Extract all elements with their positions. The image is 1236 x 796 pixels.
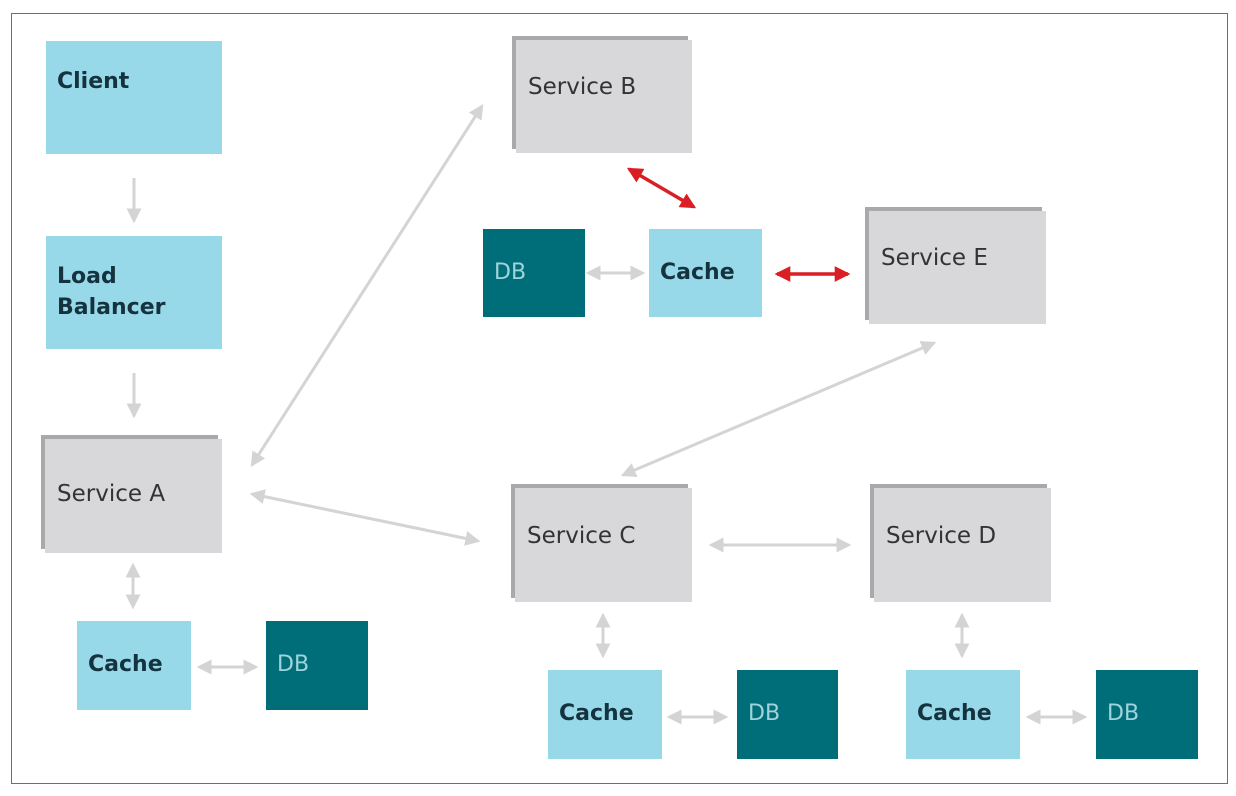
cache-d-label: Cache bbox=[917, 701, 992, 726]
service-e-label: Service E bbox=[881, 245, 988, 271]
db-a-label: DB bbox=[277, 652, 310, 677]
cache-c-box: Cache bbox=[548, 670, 662, 759]
service-c-box: Service C bbox=[515, 488, 692, 602]
cache-c-label: Cache bbox=[559, 701, 634, 726]
service-a-label: Service A bbox=[57, 481, 166, 507]
service-a-box: Service A bbox=[45, 439, 222, 553]
db-b-label: DB bbox=[494, 260, 527, 285]
service-c-label: Service C bbox=[527, 523, 636, 549]
client-box: Client bbox=[46, 41, 222, 154]
db-c-box: DB bbox=[737, 670, 838, 759]
db-d-label: DB bbox=[1107, 701, 1140, 726]
cache-b-box: Cache bbox=[649, 229, 762, 317]
load-balancer-label-line-2: Balancer bbox=[57, 295, 166, 320]
cache-a-box: Cache bbox=[77, 621, 191, 710]
db-c-label: DB bbox=[748, 701, 781, 726]
service-e-box: Service E bbox=[869, 211, 1046, 324]
cache-b-label: Cache bbox=[660, 260, 735, 285]
db-b-box: DB bbox=[483, 229, 585, 317]
cache-a-label: Cache bbox=[88, 652, 163, 677]
arrow-service-a-service-b bbox=[250, 103, 484, 468]
load-balancer-box: Load Balancer bbox=[46, 236, 222, 349]
service-b-label: Service B bbox=[528, 74, 637, 100]
arrow-service-b-cache-b bbox=[626, 167, 697, 209]
arrow-service-a-service-c bbox=[249, 489, 481, 546]
client-label: Client bbox=[57, 69, 130, 94]
diagram-frame bbox=[11, 13, 1228, 784]
cache-d-box: Cache bbox=[906, 670, 1020, 759]
load-balancer-label-line-1: Load bbox=[57, 264, 117, 289]
db-d-box: DB bbox=[1096, 670, 1198, 759]
service-b-box: Service B bbox=[516, 40, 692, 153]
arrow-service-e-service-c bbox=[620, 341, 937, 477]
db-a-box: DB bbox=[266, 621, 368, 710]
service-d-box: Service D bbox=[874, 488, 1051, 602]
service-d-label: Service D bbox=[886, 523, 997, 549]
